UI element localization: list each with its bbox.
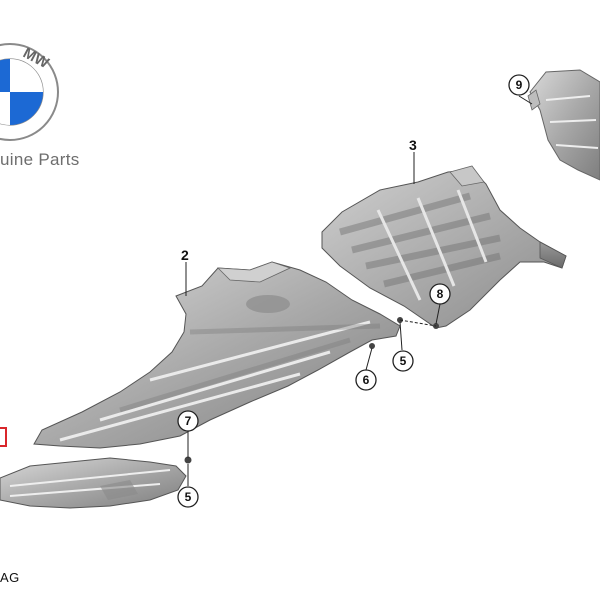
callout-7-label: 7 <box>185 414 192 428</box>
callout-5-lower: 5 <box>177 486 199 508</box>
part-number-3: 3 <box>409 137 417 153</box>
callout-8: 8 <box>429 283 451 305</box>
fastener-clips <box>184 317 439 464</box>
part-heat-shield-9 <box>527 69 600 181</box>
part-number-2: 2 <box>181 247 189 263</box>
bmw-roundel-icon: MW <box>0 43 59 141</box>
callout-7: 7 <box>177 410 199 432</box>
highlight-marker <box>0 427 7 447</box>
callout-6: 6 <box>355 369 377 391</box>
callout-5-lower-label: 5 <box>185 490 192 504</box>
part-underbody-panel-2 <box>33 261 401 449</box>
callout-5-right: 5 <box>392 350 414 372</box>
brand-tagline: uine Parts <box>0 150 80 169</box>
leader-lines <box>185 95 533 486</box>
callout-5-right-label: 5 <box>400 354 407 368</box>
callout-9-label: 9 <box>516 78 523 92</box>
callout-8-label: 8 <box>437 287 444 301</box>
callout-9: 9 <box>508 74 530 96</box>
callout-6-label: 6 <box>363 373 370 387</box>
part-lower-bracket <box>0 457 187 509</box>
footer-code: AG <box>0 570 20 585</box>
part-underbody-panel-3 <box>321 165 567 329</box>
